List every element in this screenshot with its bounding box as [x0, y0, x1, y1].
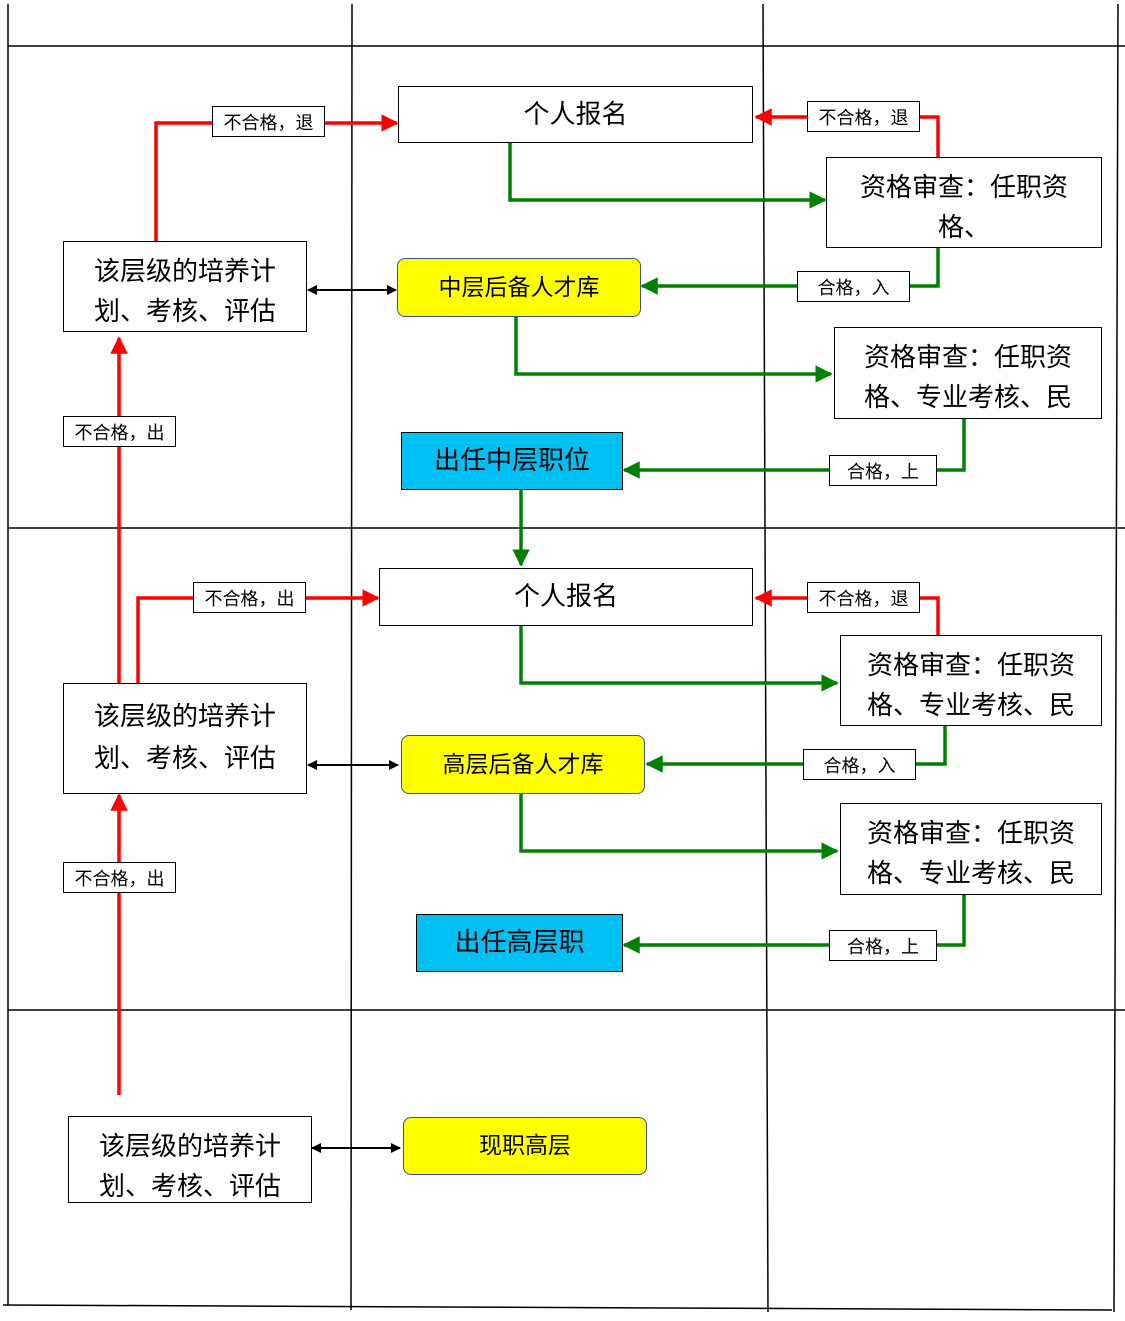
approve-arrows — [508, 143, 966, 954]
arrow-pass-up-mid — [622, 419, 966, 479]
qualification-review-box-mid: 资格审查：任职资格、 — [826, 157, 1102, 248]
fail-back-label-mid: 不合格，退 — [212, 106, 325, 137]
arrow-apply-to-review-high — [519, 626, 839, 692]
pass-up-label-high: 合格，上 — [829, 930, 937, 961]
arrow-pool-to-review-high — [519, 794, 839, 860]
fail-out-label-high: 不合格，出 — [63, 862, 176, 893]
fail-back-right-label-mid: 不合格，退 — [807, 101, 920, 132]
assessment-review-box-high: 资格审查：任职资格、专业考核、民 — [840, 803, 1102, 895]
reserve-pool-box-mid: 中层后备人才库 — [397, 258, 641, 317]
arrow-apply-to-review-mid — [508, 143, 827, 209]
fail-out-label-mid: 不合格，出 — [63, 416, 176, 447]
arrow-pass-up-high — [622, 895, 966, 954]
assessment-review-box-mid: 资格审查：任职资格、专业考核、民 — [834, 327, 1102, 419]
fail-out-left-label-high: 不合格，出 — [193, 582, 306, 613]
arrow-pass-in-high — [645, 726, 947, 773]
training-plan-box-mid: 该层级的培养计划、考核、评估 — [63, 241, 307, 332]
link-arrows — [307, 285, 401, 1153]
appointment-box-mid: 出任中层职位 — [401, 432, 623, 490]
swimlane-grid — [2, 3, 1125, 1313]
training-plan-box-high: 该层级的培养计划、考核、评估 — [63, 683, 307, 794]
current-executive-box: 现职高层 — [403, 1117, 647, 1175]
pass-in-label-high: 合格，入 — [803, 749, 916, 780]
pass-in-label-mid: 合格，入 — [797, 271, 910, 302]
fail-back-right-label-high: 不合格，退 — [807, 582, 920, 613]
arrow-fail-back-mid — [154, 114, 399, 241]
pass-up-label-mid: 合格，上 — [829, 455, 937, 486]
qualification-review-box-high: 资格审查：任职资格、专业考核、民 — [840, 635, 1102, 726]
apply-box-mid: 个人报名 — [398, 86, 753, 143]
appointment-box-high: 出任高层职 — [416, 914, 623, 972]
reserve-pool-box-high: 高层后备人才库 — [401, 735, 645, 794]
arrow-pool-to-review-mid — [514, 317, 833, 383]
apply-box-high: 个人报名 — [379, 568, 753, 626]
arrow-pass-in-mid — [640, 248, 940, 295]
training-plan-box-top: 该层级的培养计划、考核、评估 — [68, 1116, 312, 1203]
